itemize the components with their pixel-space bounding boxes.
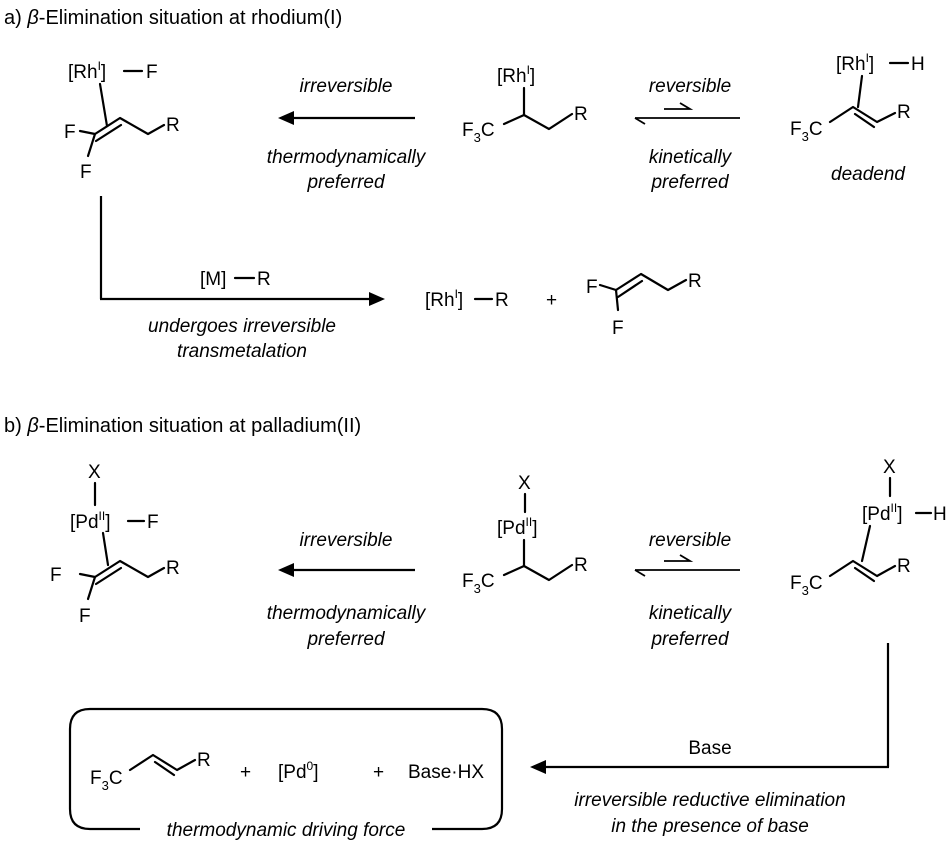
svg-text:R: R <box>495 290 509 311</box>
svg-text:[M]: [M] <box>200 269 226 290</box>
svg-text:F: F <box>79 606 91 627</box>
svg-text:Base: Base <box>688 738 731 759</box>
svg-text:preferred: preferred <box>650 172 730 193</box>
rh-alkyl-complex: [RhI] F3C R <box>462 63 588 145</box>
section-b-heading: b) β-Elimination situation at palladium(… <box>4 415 361 437</box>
svg-text:F: F <box>586 277 598 298</box>
svg-text:F3C: F3C <box>790 573 823 598</box>
svg-text:H: H <box>911 54 925 75</box>
irreversible-arrow-b: irreversible thermodynamically preferred <box>267 530 427 650</box>
svg-text:+: + <box>373 762 384 783</box>
equilibrium-arrow-b: reversible kinetically preferred <box>634 530 740 650</box>
svg-text:F3C: F3C <box>790 119 823 144</box>
pd-vinyl-fluoride-complex: X [PdII] F F F R <box>50 462 180 627</box>
svg-text:in the presence of base: in the presence of base <box>611 816 809 837</box>
svg-text:preferred: preferred <box>306 172 386 193</box>
svg-text:X: X <box>88 462 101 483</box>
svg-text:H: H <box>933 504 947 525</box>
reductive-elimination-arrow: Base irreversible reductive elimination … <box>530 643 890 837</box>
svg-text:[PdII]: [PdII] <box>70 509 110 533</box>
svg-text:R: R <box>574 104 588 125</box>
svg-text:undergoes irreversible: undergoes irreversible <box>148 316 336 337</box>
svg-text:F: F <box>50 565 62 586</box>
svg-text:irreversible reductive elimina: irreversible reductive elimination <box>574 790 845 811</box>
svg-text:R: R <box>257 269 271 290</box>
svg-text:R: R <box>688 271 702 292</box>
svg-text:F3C: F3C <box>462 120 495 145</box>
rh-vinyl-fluoride-complex: [RhI] F F F R <box>64 59 180 183</box>
svg-text:preferred: preferred <box>650 629 730 650</box>
svg-text:preferred: preferred <box>306 629 386 650</box>
svg-text:X: X <box>518 473 531 494</box>
svg-text:F: F <box>64 122 76 143</box>
svg-text:[PdII]: [PdII] <box>497 515 537 539</box>
svg-text:X: X <box>883 457 896 478</box>
svg-text:F3C: F3C <box>90 768 123 793</box>
pd-alkyl-complex: X [PdII] F3C R <box>462 473 588 596</box>
svg-text:kinetically: kinetically <box>649 147 733 168</box>
svg-text:R: R <box>166 115 180 136</box>
svg-text:+: + <box>240 762 251 783</box>
rh-hydride-complex: [RhI] H F3C R deadend <box>790 51 925 185</box>
svg-text:R: R <box>897 556 911 577</box>
svg-text:kinetically: kinetically <box>649 603 733 624</box>
section-a-heading: a) β-Elimination situation at rhodium(I) <box>4 7 342 29</box>
equilibrium-arrow-a: reversible kinetically preferred <box>634 76 740 193</box>
svg-text:[RhI]: [RhI] <box>68 59 106 83</box>
svg-text:Base·HX: Base·HX <box>408 762 484 783</box>
svg-text:deadend: deadend <box>831 164 906 185</box>
svg-text:[PdII]: [PdII] <box>862 501 902 525</box>
svg-text:R: R <box>897 102 911 123</box>
svg-text:F: F <box>80 162 92 183</box>
svg-text:thermodynamically: thermodynamically <box>267 147 427 168</box>
irreversible-arrow-a: irreversible thermodynamically preferred <box>267 76 427 193</box>
svg-text:+: + <box>546 290 557 311</box>
svg-text:R: R <box>574 555 588 576</box>
svg-text:[RhI]: [RhI] <box>425 287 463 311</box>
svg-text:thermodynamically: thermodynamically <box>267 603 427 624</box>
svg-text:F: F <box>612 318 624 339</box>
svg-text:[Pd0]: [Pd0] <box>278 759 319 783</box>
svg-text:F: F <box>146 62 158 83</box>
svg-text:F: F <box>147 512 159 533</box>
svg-text:reversible: reversible <box>649 76 731 97</box>
svg-text:reversible: reversible <box>649 530 731 551</box>
svg-text:R: R <box>166 558 180 579</box>
transmetalation-products: [RhI] R + F F R <box>425 271 702 339</box>
pd-hydride-complex: X [PdII] H F3C R <box>790 457 947 598</box>
svg-text:irreversible: irreversible <box>300 530 393 551</box>
box-label: thermodynamic driving force <box>167 820 406 841</box>
products-box: thermodynamic driving force F3C R + [Pd0… <box>68 707 504 841</box>
svg-text:F3C: F3C <box>462 571 495 596</box>
svg-text:[RhI]: [RhI] <box>836 51 874 75</box>
svg-text:transmetalation: transmetalation <box>177 341 307 362</box>
svg-text:irreversible: irreversible <box>300 76 393 97</box>
transmetalation-arrow: [M] R undergoes irreversible transmetala… <box>99 196 385 362</box>
svg-text:[RhI]: [RhI] <box>497 63 535 87</box>
svg-text:R: R <box>197 750 211 771</box>
